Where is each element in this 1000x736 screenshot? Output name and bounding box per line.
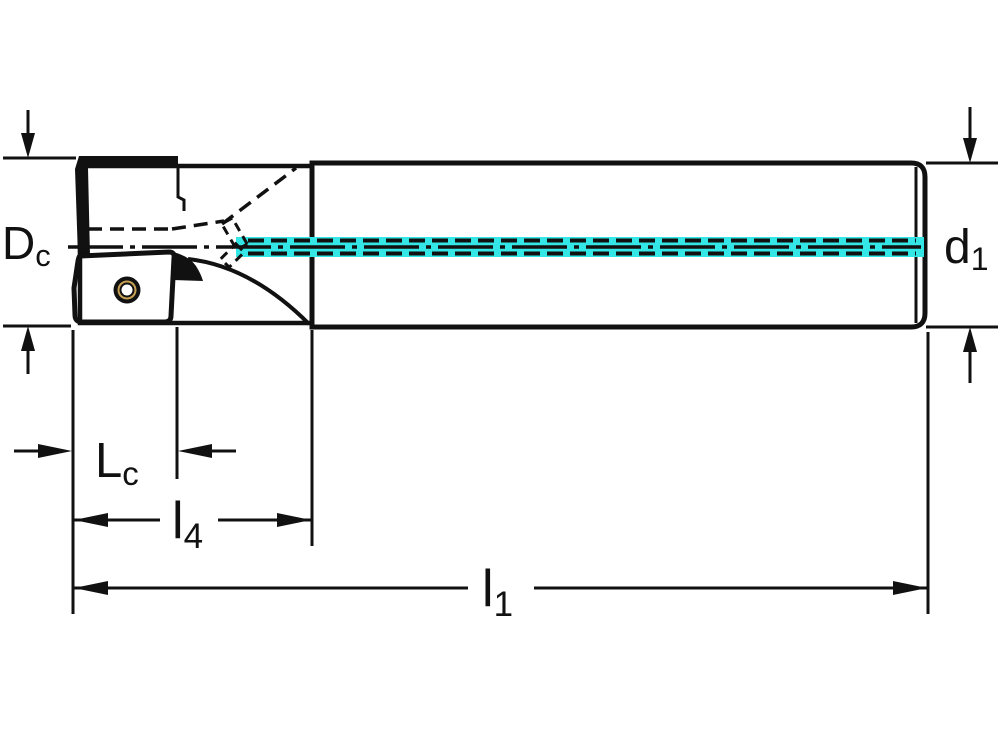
l1-arrow-right-head bbox=[893, 581, 927, 595]
label-overall-length: l1 bbox=[482, 560, 513, 624]
dim-lc bbox=[14, 444, 236, 458]
l1-arrow-left-head bbox=[74, 581, 108, 595]
label-flute-length: l4 bbox=[172, 492, 203, 556]
hidden-line-bore-left bbox=[171, 219, 225, 231]
pocket-notch-line bbox=[176, 168, 186, 211]
dim-l4 bbox=[74, 513, 311, 527]
hidden-line-bore-diagonal bbox=[220, 166, 298, 226]
coolant-branch-lower bbox=[218, 241, 247, 270]
d1-arrow-bottom-head bbox=[963, 327, 977, 352]
coolant-bore-horizontal bbox=[236, 237, 924, 257]
head-edge-black bbox=[75, 156, 178, 256]
lc-arrow-right-head bbox=[178, 444, 212, 458]
chip-pocket-wedge bbox=[173, 252, 203, 281]
tool-shank bbox=[309, 160, 928, 330]
dim-dc bbox=[21, 110, 35, 374]
dim-d1 bbox=[963, 107, 977, 383]
dim-l1 bbox=[74, 581, 927, 595]
l4-arrow-right-head bbox=[277, 513, 311, 527]
d1-arrow-top-head bbox=[963, 138, 977, 163]
insert-screw-core bbox=[121, 284, 133, 296]
l4-arrow-left-head bbox=[74, 513, 108, 527]
cutting-insert bbox=[71, 249, 177, 325]
label-shank-diameter: d1 bbox=[944, 221, 989, 277]
coolant-channel bbox=[68, 215, 924, 270]
dimensions: Dc d1 Lc l4 l1 bbox=[2, 107, 998, 624]
flute-curve bbox=[187, 257, 311, 326]
lc-arrow-left-head bbox=[38, 444, 72, 458]
label-cutting-length: Lc bbox=[95, 434, 139, 492]
label-cutting-diameter: Dc bbox=[2, 217, 51, 273]
dc-arrow-bottom-head bbox=[21, 326, 35, 351]
insert-body bbox=[71, 249, 177, 325]
dc-arrow-top-head bbox=[21, 133, 35, 158]
